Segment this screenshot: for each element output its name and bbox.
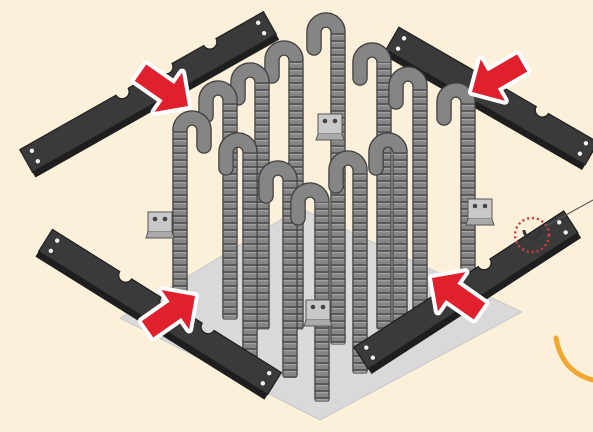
clamp-3-bolt-a	[473, 204, 478, 209]
clamp-3	[466, 199, 494, 225]
clamp-1-bolt-b	[333, 119, 338, 124]
clamp-3-bolt-b	[483, 204, 488, 209]
clamp-3-body	[468, 199, 492, 219]
anchor-bolt-6-shaft	[414, 86, 427, 320]
clamp-3-base	[466, 219, 494, 225]
clamp-2-body	[148, 212, 172, 232]
clamp-4-body	[306, 300, 330, 320]
clamp-1-body	[318, 114, 342, 134]
accent-arc	[556, 338, 593, 380]
clamp-4-bolt-a	[311, 305, 316, 310]
clamp-1-bolt-a	[323, 119, 328, 124]
clamp-1	[316, 114, 344, 140]
anchor-bolt-8-shaft	[244, 152, 257, 372]
clamp-1-base	[316, 134, 344, 140]
clamp-4-bolt-b	[321, 305, 326, 310]
clamp-2	[146, 212, 174, 238]
clamp-2-bolt-a	[153, 217, 158, 222]
clamp-2-base	[146, 232, 174, 238]
clamp-4	[304, 300, 332, 326]
clamp-2-bolt-b	[163, 217, 168, 222]
clamp-4-base	[304, 320, 332, 326]
anchor-bolt-13-shaft	[174, 130, 187, 305]
